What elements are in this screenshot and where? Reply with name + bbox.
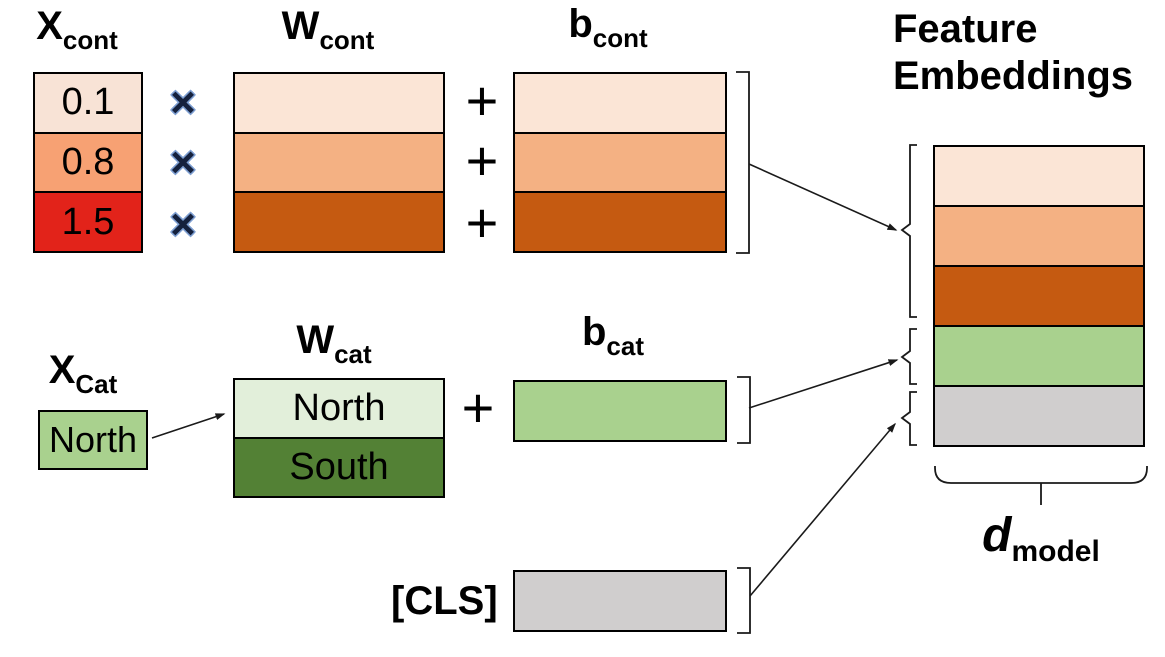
w-cat-row-label: North (292, 387, 386, 429)
label-sub: model (1011, 535, 1100, 568)
w-cat-row-label: South (289, 446, 389, 488)
embedding-stack (933, 145, 1145, 447)
x-cont-label: Xcont (36, 4, 118, 53)
multiply-icon: × (170, 138, 196, 187)
x-cont-cell-high: 1.5 (35, 191, 141, 252)
w-cat-row-south: South (235, 437, 443, 496)
d-model-underbrace (934, 466, 1148, 505)
x-cat-value: North (48, 419, 138, 460)
label-base: d (982, 509, 1012, 562)
arrow-xcat-to-wcat (151, 413, 226, 439)
x-cont-value-low: 0.1 (61, 81, 115, 124)
plus-icon: + (465, 129, 499, 192)
x-cat-label: XCat (48, 348, 118, 397)
plus-icon: + (461, 376, 495, 439)
w-cont-row-3 (235, 191, 443, 252)
multiply-icon: × (170, 78, 196, 127)
w-cat-row-north: North (235, 380, 443, 437)
b-cont-bracket (736, 71, 750, 254)
label-sub: cat (334, 339, 372, 369)
b-cat-vector (513, 380, 727, 442)
label-sub: cont (62, 25, 118, 55)
b-cont-row-2 (515, 131, 725, 192)
x-cont-cell-mid: 0.8 (35, 131, 141, 192)
label-sub: cont (319, 25, 375, 55)
d-model-label: dmodel (982, 509, 1100, 567)
label-base: X (36, 4, 63, 48)
arrow-cont-to-stack (748, 163, 898, 231)
plus-icon: + (465, 191, 499, 254)
label-base: b (568, 2, 593, 46)
w-cont-matrix (233, 72, 445, 253)
embedding-row-cont-1 (935, 147, 1143, 205)
cls-cell (515, 572, 725, 630)
x-cont-value-high: 1.5 (61, 200, 115, 243)
label-sub: cont (592, 23, 648, 53)
label-base: W (296, 318, 335, 362)
arrow-cat-to-stack (748, 359, 899, 409)
label-sub: cat (606, 331, 645, 361)
plus-icon: + (465, 69, 499, 132)
b-cont-label: bcont (568, 2, 647, 51)
b-cat-label: bcat (581, 310, 644, 359)
b-cat-cell (515, 382, 725, 440)
w-cont-label: Wcont (281, 4, 375, 53)
label-base: b (581, 310, 607, 354)
w-cont-row-1 (235, 74, 443, 132)
cls-bracket (737, 567, 751, 634)
x-cont-value-mid: 0.8 (61, 141, 115, 183)
w-cat-label: Wcat (296, 318, 371, 367)
multiply-icon: × (170, 200, 196, 249)
x-cat-cell: North (40, 412, 146, 468)
stack-bracket-cls (900, 391, 917, 446)
stack-bracket-continuous (900, 144, 917, 318)
embedding-row-cat (935, 325, 1143, 385)
b-cont-vector (513, 72, 727, 253)
w-cat-matrix: North South (233, 378, 445, 498)
feature-embeddings-title: Feature Embeddings (893, 7, 1134, 98)
w-cont-row-2 (235, 131, 443, 192)
embedding-row-cls (935, 385, 1143, 445)
embedding-row-cont-2 (935, 205, 1143, 265)
label-base: X (48, 348, 76, 392)
cls-vector (513, 570, 727, 632)
cls-label: [CLS] (391, 579, 498, 623)
b-cont-row-1 (515, 74, 725, 132)
label-sub: Cat (75, 369, 118, 399)
label-base: W (281, 4, 320, 48)
x-cont-cell-low: 0.1 (35, 74, 141, 132)
b-cat-bracket (737, 376, 751, 444)
embedding-row-cont-3 (935, 265, 1143, 325)
x-cat-box: North (38, 410, 148, 470)
b-cont-row-3 (515, 191, 725, 252)
x-cont-vector: 0.1 0.8 1.5 (33, 72, 143, 253)
stack-bracket-categorical (900, 328, 917, 385)
arrow-cls-to-stack (749, 422, 896, 597)
